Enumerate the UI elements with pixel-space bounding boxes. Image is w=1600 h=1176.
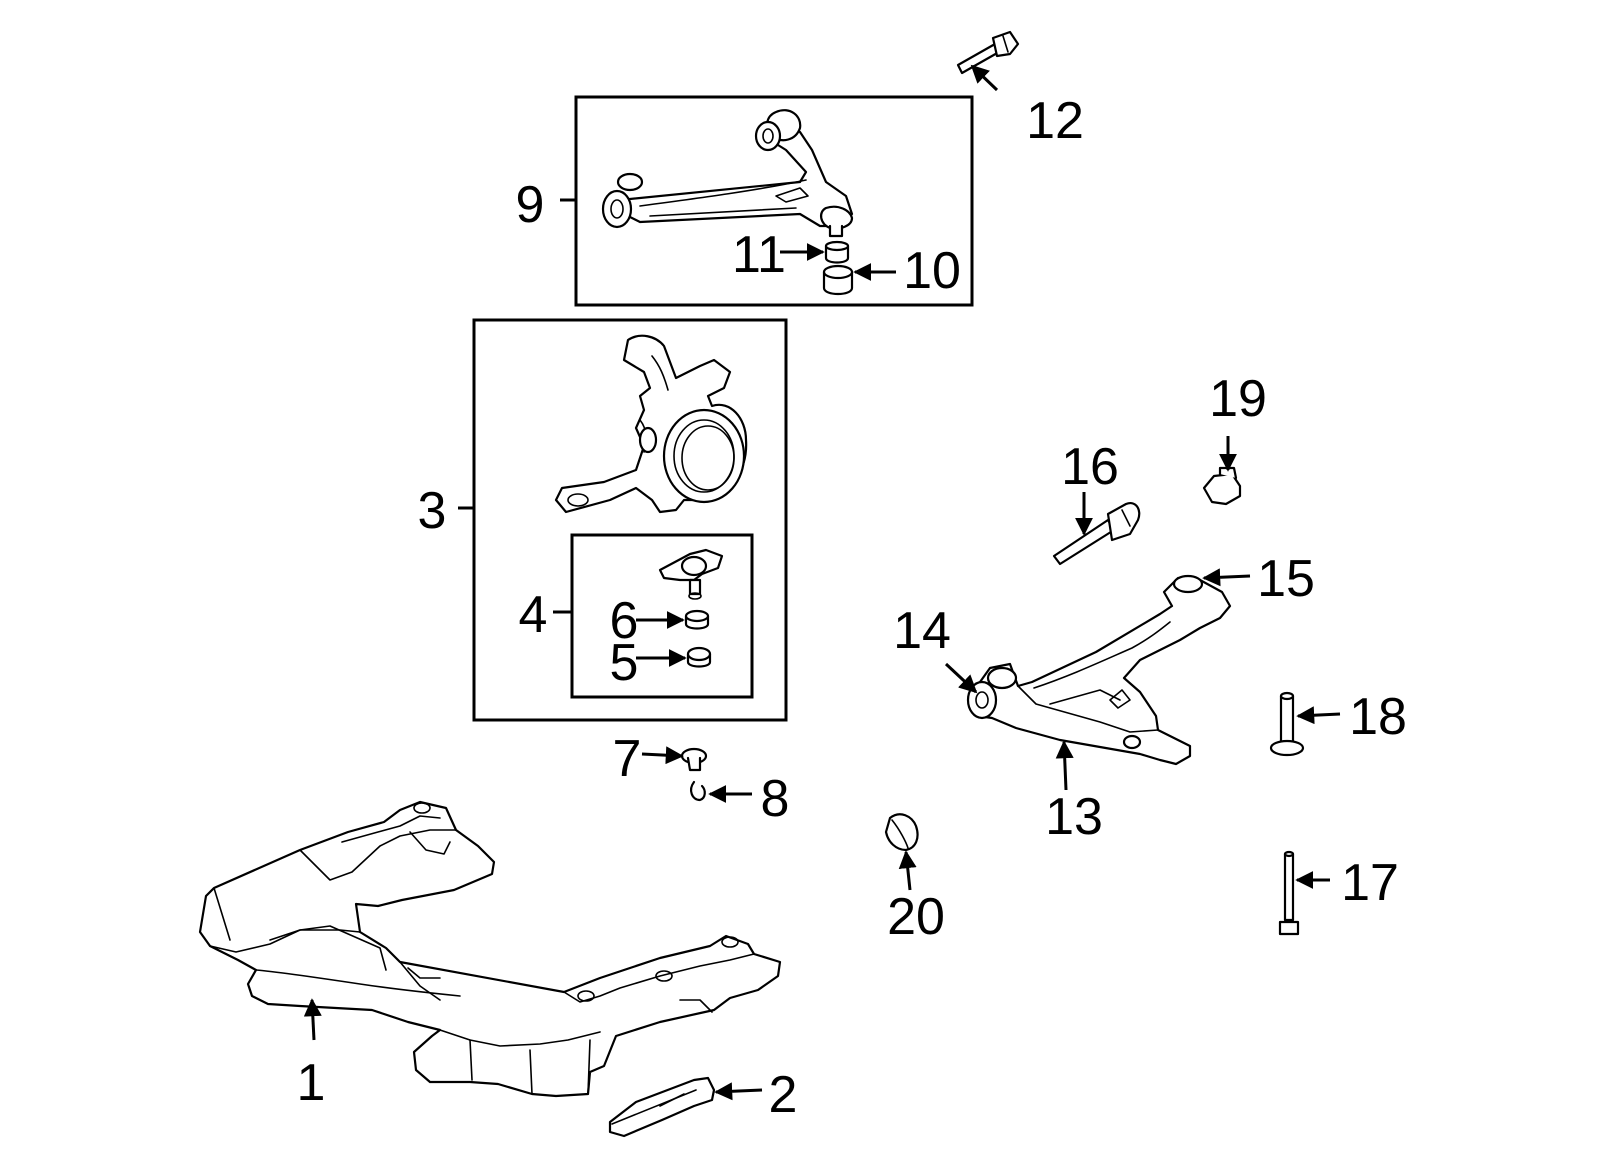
callout-3: 3	[418, 482, 447, 540]
part-2-plate[interactable]	[608, 1076, 716, 1138]
part-5-boot[interactable]	[686, 646, 712, 668]
part-9-upper-control-arm[interactable]	[601, 109, 854, 238]
callout-11: 11	[732, 226, 786, 284]
part-7-nut[interactable]	[680, 747, 708, 772]
callout-17: 17	[1341, 854, 1399, 912]
callout-5: 5	[610, 634, 639, 692]
callout-6: 6	[610, 592, 639, 650]
callout-9: 9	[516, 176, 545, 234]
callout-12: 12	[1026, 92, 1084, 150]
callout-2: 2	[769, 1066, 798, 1124]
leader-lines	[303, 64, 1341, 1101]
callout-16: 16	[1061, 438, 1119, 496]
part-13-lower-control-arm[interactable]	[966, 574, 1232, 766]
callout-8: 8	[761, 770, 790, 828]
part-6-boot[interactable]	[684, 609, 710, 630]
callout-10: 10	[903, 242, 961, 300]
part-20-plug[interactable]	[884, 813, 919, 852]
callout-13: 13	[1045, 788, 1103, 846]
callout-19: 19	[1209, 370, 1267, 428]
callout-15: 15	[1257, 550, 1315, 608]
group-box-upper-arm	[574, 95, 974, 307]
part-18-bolt[interactable]	[1269, 691, 1305, 757]
callout-14: 14	[893, 602, 951, 660]
callout-7: 7	[613, 730, 642, 788]
callout-1: 1	[297, 1054, 326, 1112]
callout-labels: 1 2 3 4 5 6 7 8 9 10 11 12 13 14 15 16 1…	[297, 92, 1407, 1124]
group-box-ball-joint	[570, 533, 754, 699]
part-12-bolt[interactable]	[956, 30, 1020, 75]
callout-18: 18	[1349, 688, 1407, 746]
part-3-steering-knuckle[interactable]	[554, 334, 748, 514]
part-17-bolt[interactable]	[1278, 850, 1300, 936]
part-4-ball-joint[interactable]	[658, 548, 724, 600]
part-11-dust-boot[interactable]	[824, 240, 850, 264]
part-10-boot[interactable]	[822, 264, 854, 296]
part-19-cap[interactable]	[1202, 466, 1242, 506]
callout-4: 4	[519, 586, 548, 644]
part-1-crossmember[interactable]	[198, 800, 782, 1098]
callout-20: 20	[887, 888, 945, 946]
part-16-cam-bolt[interactable]	[1052, 502, 1141, 566]
part-8-cotter-pin[interactable]	[690, 780, 706, 802]
group-box-knuckle	[472, 318, 788, 722]
